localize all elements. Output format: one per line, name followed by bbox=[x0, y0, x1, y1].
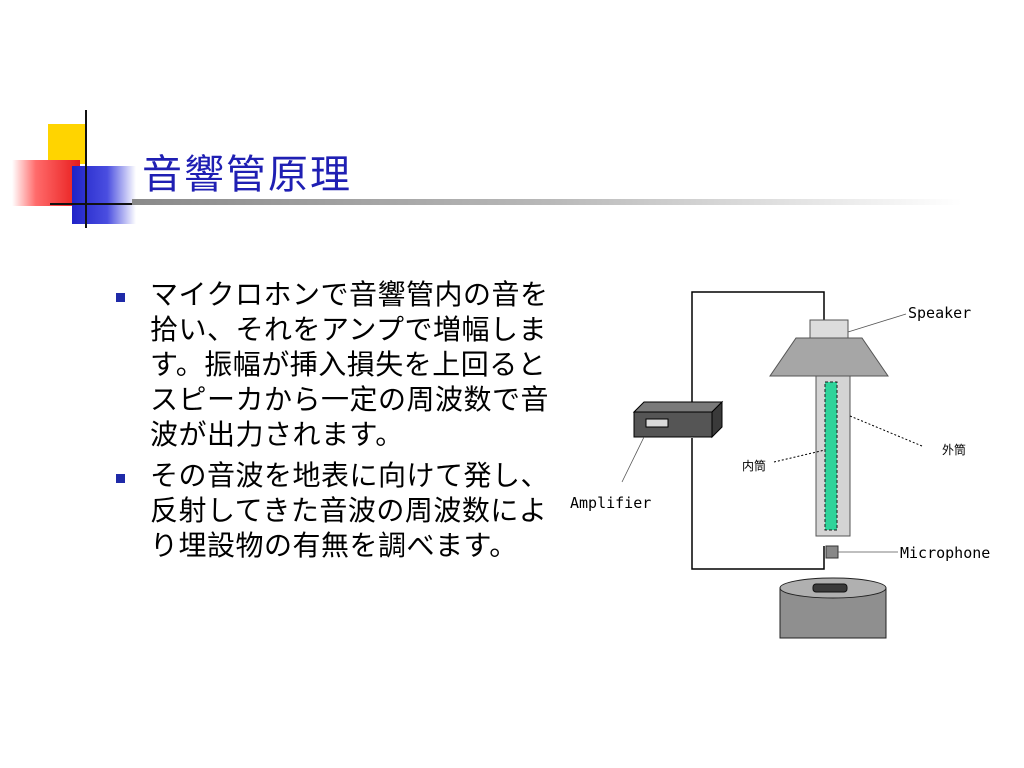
inner-tube-leader-line bbox=[773, 449, 826, 463]
slide-title: 音響管原理 bbox=[142, 152, 352, 198]
wire-amplifier-to-microphone bbox=[691, 438, 825, 570]
acoustic-tube-diagram: Amplifier Speaker 外筒 内筒 Microphone bbox=[570, 291, 990, 639]
bullet-text: マイクロホンで音響管内の音を拾い、それをアンプで増幅します。振幅が挿入損失を上回… bbox=[150, 278, 550, 451]
speaker-label: Speaker bbox=[908, 304, 971, 322]
outer-tube-label: 外筒 bbox=[942, 442, 966, 457]
square-bullet-icon bbox=[116, 293, 125, 302]
decor-red-square bbox=[12, 160, 80, 206]
amplifier-label: Amplifier bbox=[570, 494, 651, 512]
decor-blue-square bbox=[72, 166, 136, 224]
inner-tube-label: 内筒 bbox=[742, 458, 766, 473]
amplifier-icon bbox=[632, 400, 724, 439]
wire-amplifier-to-speaker bbox=[691, 291, 825, 410]
decor-yellow-square bbox=[48, 124, 86, 164]
bullet-list: マイクロホンで音響管内の音を拾い、それをアンプで増幅します。振幅が挿入損失を上回… bbox=[112, 277, 572, 569]
bullet-item: その音波を地表に向けて発し、反射してきた音波の周波数により埋設物の有無を調べます… bbox=[112, 458, 572, 563]
amplifier-leader-line bbox=[621, 436, 645, 483]
bullet-text: その音波を地表に向けて発し、反射してきた音波の周波数により埋設物の有無を調べます… bbox=[150, 459, 550, 562]
bullet-item: マイクロホンで音響管内の音を拾い、それをアンプで増幅します。振幅が挿入損失を上回… bbox=[112, 277, 572, 452]
microphone-label: Microphone bbox=[900, 544, 990, 562]
speaker-leader-line bbox=[847, 313, 907, 333]
speaker-icon bbox=[769, 319, 889, 377]
microphone-icon bbox=[825, 545, 839, 559]
inner-tube bbox=[824, 381, 838, 531]
title-underline bbox=[132, 199, 962, 205]
outer-tube-leader-line bbox=[849, 415, 923, 447]
square-bullet-icon bbox=[116, 474, 125, 483]
decor-vertical-line bbox=[85, 110, 87, 228]
decor-horizontal-line bbox=[50, 203, 134, 205]
ground-container-icon bbox=[779, 577, 887, 639]
